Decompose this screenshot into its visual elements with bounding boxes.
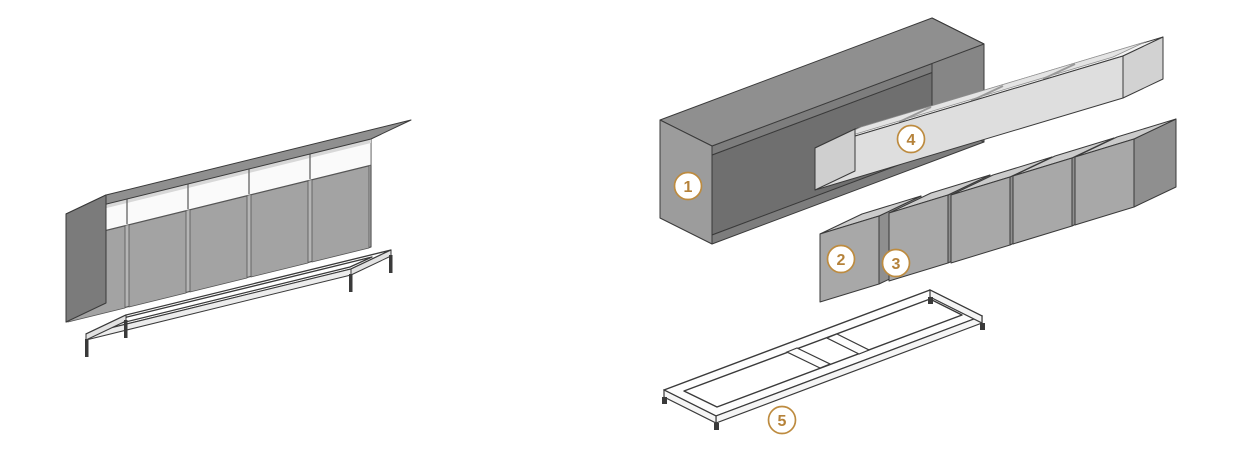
part-base-frame [662, 289, 985, 430]
sideboard-door-2 [128, 210, 187, 308]
shelf-unit-left-end [814, 128, 856, 191]
sideboard-base-leg [389, 255, 393, 273]
callout-5-number: 5 [778, 413, 787, 430]
callout-3-circle [881, 248, 911, 278]
base-frame-foot [662, 397, 667, 404]
base-frame-crossbar [825, 333, 871, 355]
sideboard-shelf-ceiling-shadow [66, 139, 371, 218]
base-frame-crossbar [785, 347, 832, 369]
callout-1-circle [673, 171, 703, 201]
callout-1-number: 1 [684, 179, 693, 196]
sideboard-base-leg [85, 339, 89, 357]
sideboard-door-3 [189, 195, 248, 293]
callout-3-number: 3 [892, 256, 901, 273]
base-frame-ring [663, 289, 983, 417]
sideboard-door-5 [311, 165, 370, 263]
part-shelf-unit [814, 36, 1164, 191]
shelf-unit-divider [1042, 63, 1076, 80]
assembled-view [65, 119, 412, 357]
callouts: 1 2 3 4 5 [673, 124, 926, 435]
base-frame-foot [928, 297, 933, 304]
base-frame-front-rail [715, 315, 983, 424]
callout-2-circle [826, 244, 856, 274]
callout-5-circle [767, 405, 797, 435]
sideboard-door-4 [250, 180, 309, 278]
cabinet-module-3-front [950, 176, 1011, 264]
base-frame-foot [980, 323, 985, 330]
shelf-unit-divider [970, 85, 1004, 102]
callout-4-circle [896, 124, 926, 154]
callout-2-number: 2 [837, 252, 846, 269]
sideboard-side-panel [65, 194, 107, 323]
exploded-view: 1 2 3 4 5 [659, 17, 1177, 435]
sideboard-base-end-rail [350, 249, 392, 276]
sideboard-base-leg [124, 320, 128, 338]
sideboard-base-leg [349, 274, 353, 292]
cabinet-module-4-front [1012, 157, 1073, 245]
base-frame-foot [714, 423, 719, 430]
callout-4-number: 4 [907, 132, 916, 149]
cabinet-module-5-front [1074, 138, 1135, 226]
shelf-unit-end-face [1122, 36, 1164, 99]
shelf-unit-divider [898, 106, 932, 123]
